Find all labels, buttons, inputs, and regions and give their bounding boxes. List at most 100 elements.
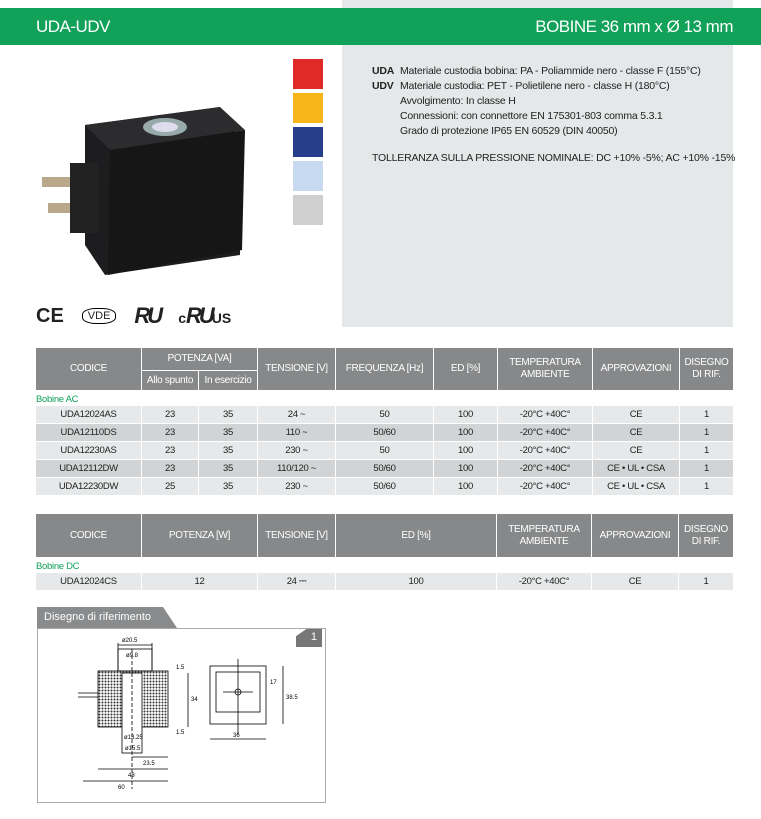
ur-logo: RU — [134, 303, 163, 328]
building-icon — [293, 195, 323, 225]
table-cell: 50 — [336, 406, 433, 423]
table-cell: 35 — [199, 460, 257, 477]
table-cell: UDA12230DW — [36, 478, 141, 495]
table-cell: CE — [593, 442, 679, 459]
table-cell: CE • UL • CSA — [593, 478, 679, 495]
series-title: UDA-UDV — [36, 17, 110, 36]
table-cell: 110/120 ~ — [258, 460, 335, 477]
dim-label: 1.5 — [176, 665, 185, 671]
table-cell: 24 ~ — [258, 406, 335, 423]
dim-label: 48 — [128, 773, 135, 779]
table-cell: 230 ~ — [258, 442, 335, 459]
col-ed: ED [%] — [434, 348, 497, 390]
air-icon — [293, 161, 323, 191]
table-cell: 110 ~ — [258, 424, 335, 441]
certifications: CE VDE RU cRUUS — [36, 303, 231, 329]
spec-panel — [342, 0, 733, 327]
table-cell: -20°C +40C° — [498, 442, 592, 459]
table-cell: 100 — [434, 424, 497, 441]
table-cell: -20°C +40C° — [498, 460, 592, 477]
table-cell: 100 — [434, 478, 497, 495]
col-approvazioni: APPROVAZIONI — [592, 514, 678, 557]
spec-line: Avvolgimento: In classe H — [400, 95, 516, 107]
table-cell: 230 ~ — [258, 478, 335, 495]
water-icon — [293, 127, 323, 157]
dim-label: 36 — [233, 733, 240, 739]
table-cell: 1 — [680, 424, 733, 441]
table-cell: 100 — [434, 406, 497, 423]
table-cell: UDA12112DW — [36, 460, 141, 477]
cur-logo: cRUUS — [178, 303, 232, 328]
table-cell: 35 — [199, 442, 257, 459]
header-bar: UDA-UDV BOBINE 36 mm x Ø 13 mm — [0, 8, 761, 45]
dim-label: ø15.5 — [125, 746, 141, 752]
table-cell: CE — [593, 424, 679, 441]
spec-line: Connessioni: con connettore EN 175301-80… — [400, 110, 663, 122]
col-potenza: POTENZA [W] — [142, 514, 257, 557]
col-tensione: TENSIONE [V] — [258, 514, 335, 557]
table-cell: CE — [592, 573, 678, 590]
col-in-esercizio: In esercizio — [199, 371, 257, 390]
table-cell: 50 — [336, 442, 433, 459]
dim-label: 38.5 — [286, 695, 298, 701]
table-cell: 35 — [199, 478, 257, 495]
technical-drawing: ø20.5 ø9.8 ø13.25 ø15.5 34 1.5 1.5 23.5 … — [78, 638, 298, 791]
col-ed: ED [%] — [336, 514, 496, 557]
table-cell: 24 ⎓ — [258, 573, 335, 590]
table-cell: 1 — [680, 406, 733, 423]
coil-photo — [42, 107, 245, 275]
table-cell: 1 — [680, 478, 733, 495]
page-title: BOBINE 36 mm x Ø 13 mm — [535, 17, 733, 36]
dim-label: 17 — [270, 680, 277, 686]
table-cell: UDA12024CS — [36, 573, 141, 590]
dim-label: ø9.8 — [126, 653, 139, 659]
col-tensione: TENSIONE [V] — [258, 348, 335, 390]
dim-label: ø20.5 — [122, 638, 138, 644]
table-cell: 100 — [434, 442, 497, 459]
dim-label: ø13.25 — [124, 735, 143, 741]
table-cell: UDA12110DS — [36, 424, 141, 441]
table-cell: 23 — [142, 460, 198, 477]
table-cell: 1 — [680, 460, 733, 477]
table-cell: -20°C +40C° — [498, 478, 592, 495]
dim-label: 23.5 — [143, 761, 155, 767]
table-cell: 50/60 — [336, 460, 433, 477]
col-codice: CODICE — [36, 348, 141, 390]
gas-icon — [293, 93, 323, 123]
table-cell: 1 — [679, 573, 733, 590]
drawing-number: 1 — [296, 629, 322, 647]
table-cell: CE — [593, 406, 679, 423]
reference-drawing: 1 ø20.5 ø9.8 ø13.25 ø15.5 34 1.5 1.5 23.… — [37, 628, 326, 803]
ce-logo: CE — [36, 304, 64, 327]
table-cell: 100 — [336, 573, 496, 590]
table-cell: 23 — [142, 442, 198, 459]
table-cell: -20°C +40C° — [498, 424, 592, 441]
tolerance-note: TOLLERANZA SULLA PRESSIONE NOMINALE: DC … — [372, 152, 736, 164]
table-cell: -20°C +40C° — [497, 573, 591, 590]
table-cell: -20°C +40C° — [498, 406, 592, 423]
table-cell: 50/60 — [336, 424, 433, 441]
col-potenza: POTENZA [VA] — [142, 348, 257, 370]
table-cell: 35 — [199, 424, 257, 441]
table-cell: 23 — [142, 424, 198, 441]
table-cell: 100 — [434, 460, 497, 477]
table-cell: CE • UL • CSA — [593, 460, 679, 477]
group-label: Bobine DC — [36, 558, 733, 572]
col-frequenza: FREQUENZA [Hz] — [336, 348, 433, 390]
drawing-title: Disegno di riferimento — [37, 607, 177, 628]
dim-label: 1.5 — [176, 730, 185, 736]
table-cell: UDA12024AS — [36, 406, 141, 423]
vde-logo: VDE — [81, 308, 117, 324]
